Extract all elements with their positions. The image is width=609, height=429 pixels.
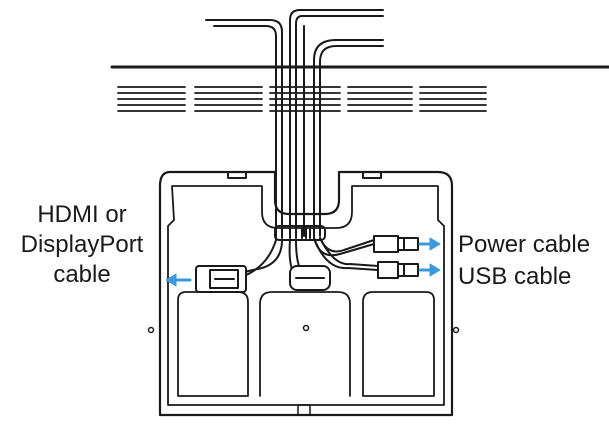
cable-bundle [205,9,384,241]
power-arrow [418,237,441,251]
usb-arrow [418,263,441,277]
hdmi-displayport-label: HDMI or DisplayPort cable [12,200,152,290]
hdmi-label-line1: HDMI or [37,201,127,228]
hdmi-displayport-connector [195,265,247,293]
cable-tie [274,225,326,241]
hdmi-label-line3: cable [53,261,111,288]
ferrite-core [289,265,331,291]
hdmi-arrow [165,273,192,287]
hdmi-label-line2: DisplayPort [20,231,144,258]
power-connector [373,235,419,253]
cable-routing [243,237,379,283]
power-cable-label: Power cable [458,231,591,258]
usb-cable-label: USB cable [458,263,572,290]
vent-slots [117,86,487,112]
usb-connector [377,261,419,279]
